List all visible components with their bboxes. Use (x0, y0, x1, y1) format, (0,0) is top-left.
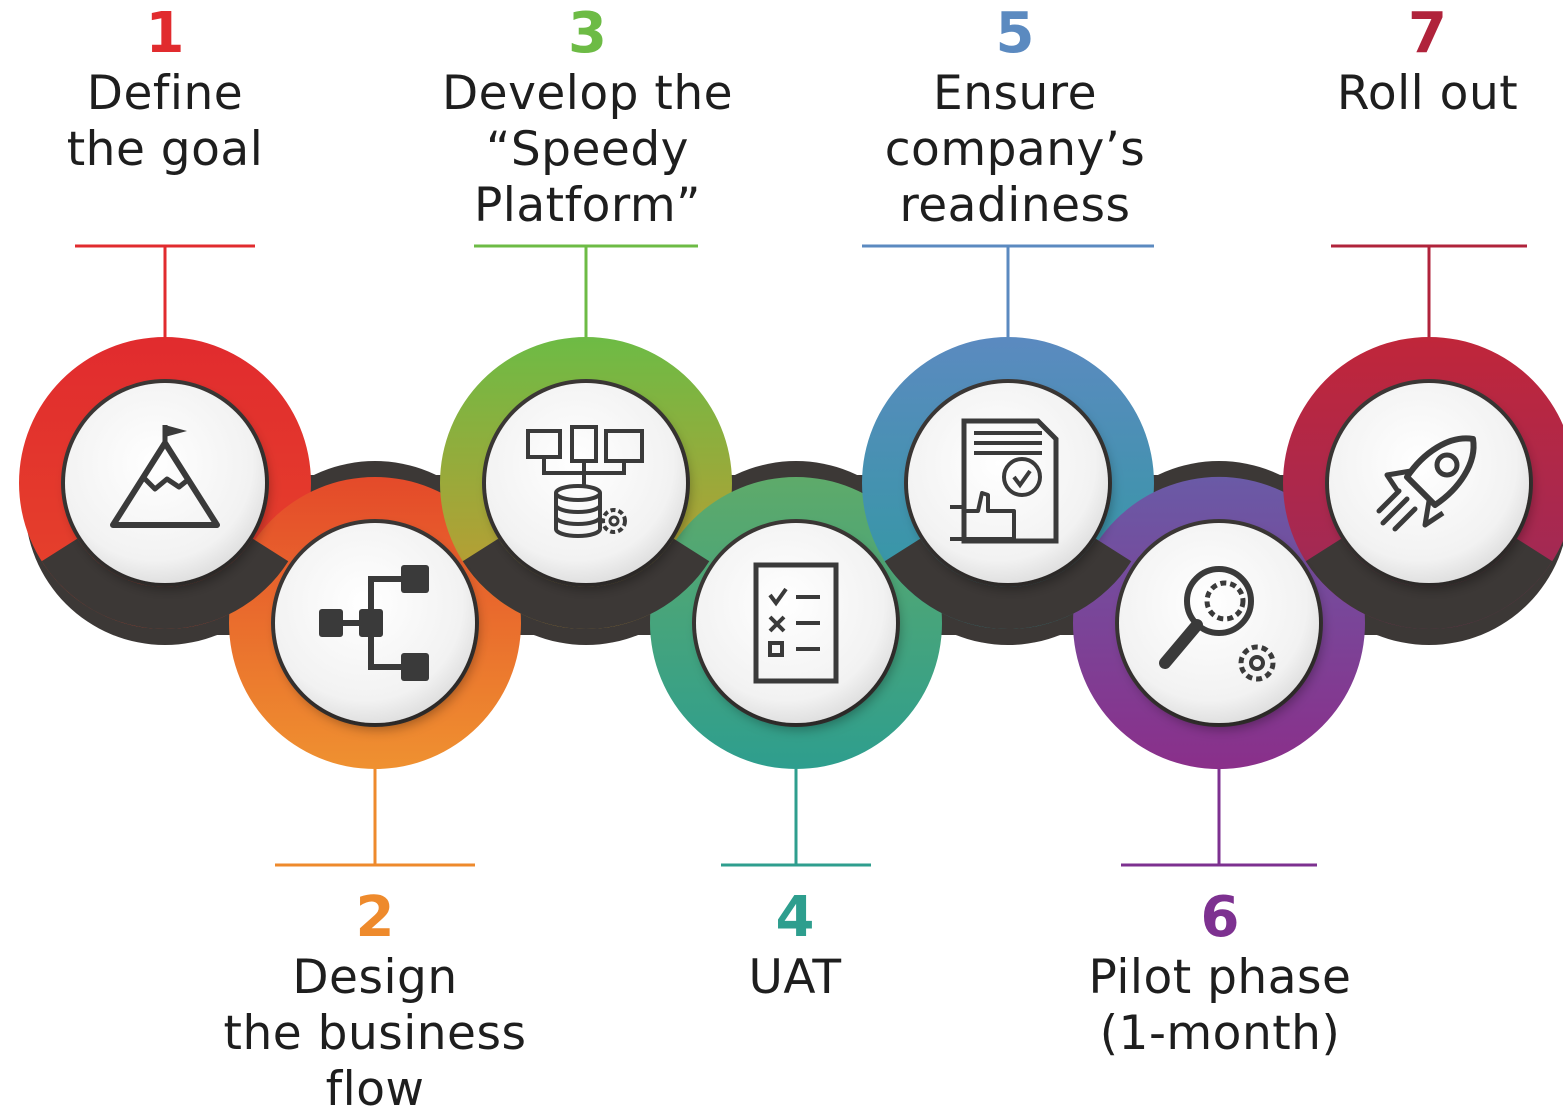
step-6-title: Pilot phase (1-month) (1088, 950, 1352, 1061)
step-5-label: 5 Ensure company’s readiness (860, 6, 1170, 234)
step-6-number: 6 (1200, 885, 1240, 950)
step-4-label: 4 UAT (690, 890, 900, 1006)
checklist-icon (753, 562, 839, 684)
mountain-flag-icon (110, 425, 220, 528)
step-3-disc (486, 383, 686, 583)
ring-shadow-segment-1 (41, 538, 289, 630)
step-7-label: 7 Roll out (1300, 6, 1555, 122)
ring-shadow-segment-3 (462, 538, 710, 630)
disc-background (1119, 523, 1319, 723)
step-1-title: Define the goal (66, 66, 264, 177)
disc-background (1329, 383, 1529, 583)
step-2-number: 2 (355, 885, 395, 950)
step-5-disc (908, 383, 1108, 583)
disc-background (908, 383, 1108, 583)
step-3-number: 3 (568, 1, 607, 66)
step-3-title: Develop the “Speedy Platform” (441, 66, 734, 233)
step-2-title: Design the business flow (223, 950, 527, 1117)
step-4-title: UAT (748, 950, 842, 1005)
approved-document-icon (950, 418, 1059, 544)
step-7-number: 7 (1408, 1, 1447, 66)
step-rings (19, 337, 1563, 770)
step-7-disc (1329, 383, 1529, 583)
step-6-disc (1119, 523, 1319, 723)
step-discs (65, 383, 1529, 723)
step-2-label: 2 Design the business flow (200, 890, 550, 1118)
magnifier-gear-icon (1159, 566, 1276, 682)
step-3-label: 3 Develop the “Speedy Platform” (420, 6, 755, 234)
step-4-number: 4 (775, 885, 815, 950)
step-1-disc (65, 383, 265, 583)
step-5-number: 5 (995, 1, 1035, 66)
step-6-label: 6 Pilot phase (1-month) (1060, 890, 1380, 1062)
rocket-icon (1376, 435, 1477, 532)
computers-database-icon (526, 425, 644, 538)
step-5-title: Ensure company’s readiness (884, 66, 1146, 233)
step-7-title: Roll out (1336, 66, 1519, 121)
step-2-disc (275, 523, 475, 723)
ring-shadow-segment-5 (884, 538, 1132, 629)
connector-lines (75, 244, 1527, 867)
ring-shadow-segment-7 (1305, 538, 1553, 630)
step-1-number: 1 (145, 1, 185, 66)
step-1-label: 1 Define the goal (40, 6, 290, 178)
step-4-disc (696, 523, 896, 723)
flowchart-icon (319, 565, 429, 681)
